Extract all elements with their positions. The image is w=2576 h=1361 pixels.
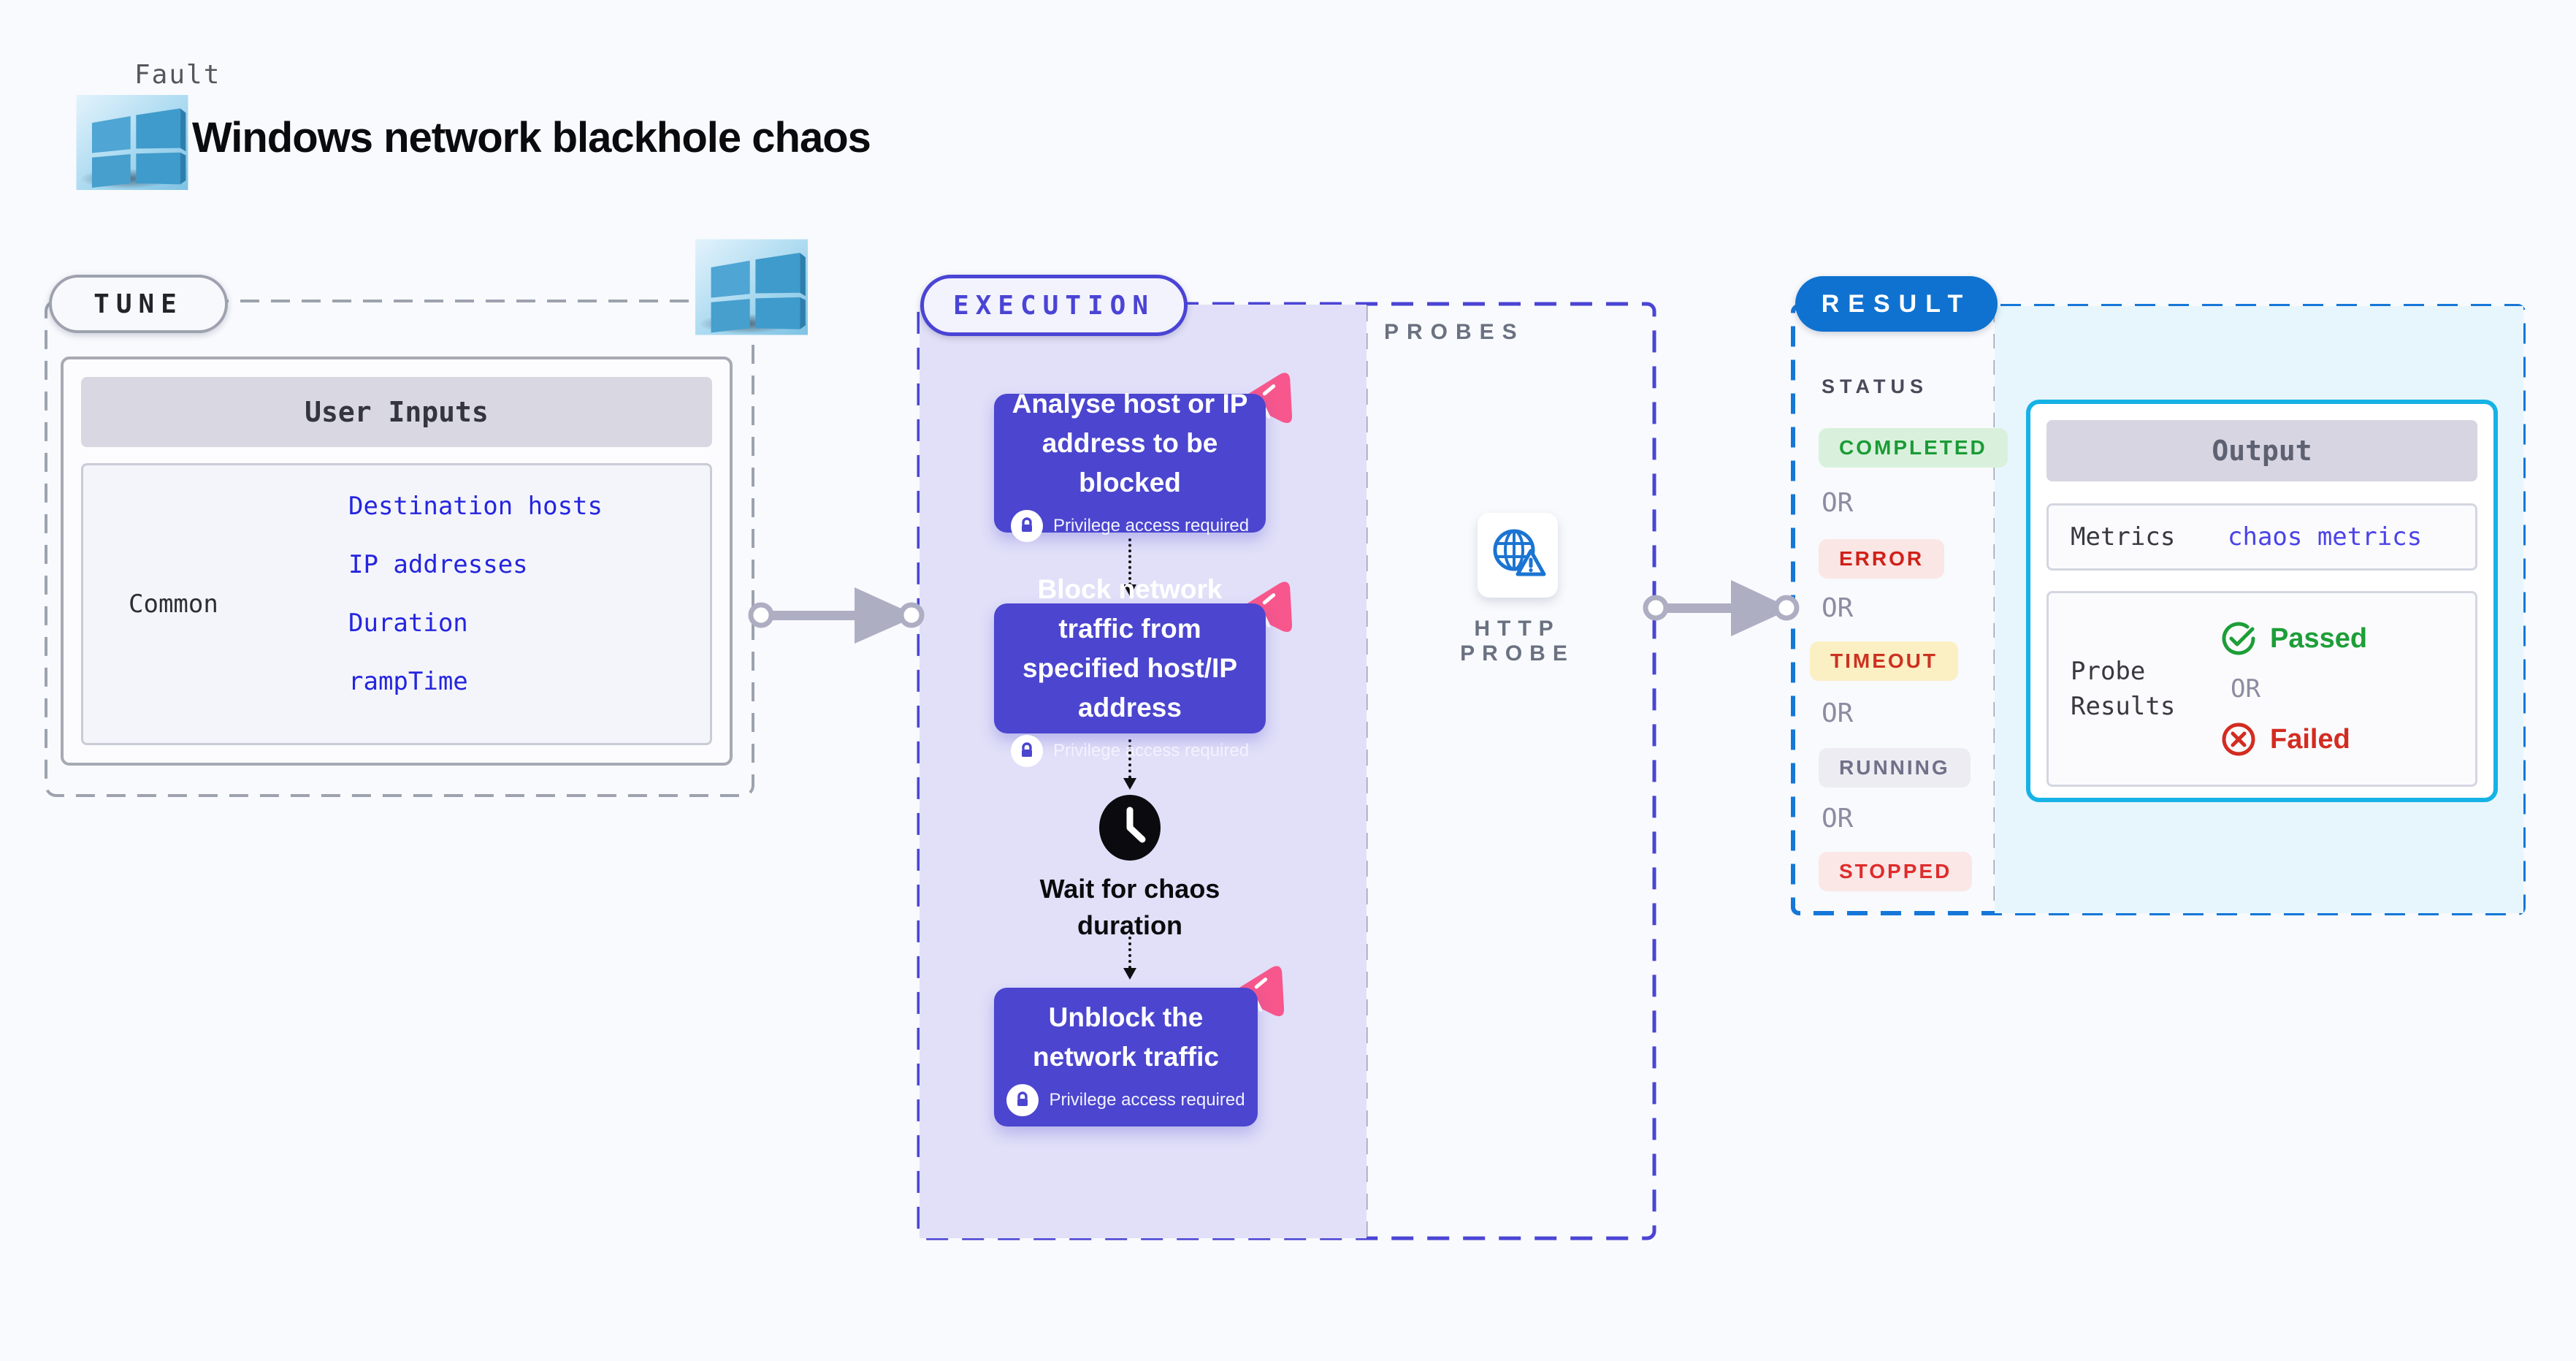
- user-inputs-header: User Inputs: [81, 377, 712, 447]
- tune-to-execution-arrow: [748, 587, 925, 644]
- status-badge-error: ERROR: [1819, 539, 1945, 579]
- input-link-list: Destination hosts IP addresses Duration …: [348, 493, 603, 695]
- step-title: Analyse host or IP address to be blocked: [1012, 389, 1248, 497]
- step-title: Block network traffic from specified hos…: [1022, 574, 1237, 723]
- or-separator: OR: [1822, 804, 1854, 834]
- x-circle-icon: [2222, 723, 2255, 756]
- windows-logo: [695, 239, 808, 335]
- lock-icon: [1006, 1084, 1039, 1116]
- lock-icon: [1010, 735, 1043, 767]
- tune-frame: [45, 300, 754, 797]
- metrics-label: Metrics: [2071, 522, 2176, 552]
- tune-label-pill: TUNE: [49, 275, 228, 333]
- privilege-badge: Privilege access required: [1010, 735, 1250, 767]
- privilege-text: Privilege access required: [1052, 741, 1250, 760]
- chaos-metrics-link[interactable]: chaos metrics: [2228, 522, 2423, 552]
- execution-label-pill: EXECUTION: [920, 275, 1188, 336]
- step-title: Unblock the network traffic: [1033, 1002, 1219, 1072]
- check-circle-icon: [2222, 622, 2255, 655]
- clock-icon: [1098, 793, 1162, 866]
- passed-row: Passed: [2220, 620, 2367, 657]
- link-ip-addresses[interactable]: IP addresses: [348, 550, 528, 579]
- user-inputs-card: User Inputs Common Destination hosts IP …: [61, 357, 733, 766]
- privilege-badge: Privilege access required: [1006, 1084, 1245, 1116]
- or-separator: OR: [1822, 698, 1854, 728]
- http-probe-label: HTTP PROBE: [1460, 617, 1575, 666]
- step-wait-duration: Wait for chaos duration: [1039, 874, 1220, 940]
- probes-section-label: PROBES: [1384, 320, 1525, 344]
- failed-label: Failed: [2270, 723, 2350, 755]
- probe-results-label: Probe Results: [2071, 657, 2176, 721]
- probes-to-result-arrow: [1643, 580, 1800, 636]
- link-duration[interactable]: Duration: [348, 609, 468, 638]
- metrics-row: Metrics chaos metrics: [2046, 503, 2477, 571]
- flow-connector-dotted: [1123, 739, 1136, 790]
- status-badge-completed: COMPLETED: [1819, 428, 2008, 468]
- page-title: Windows network blackhole chaos: [192, 114, 871, 161]
- or-separator: OR: [1822, 488, 1854, 518]
- step-analyse-host: Analyse host or IP address to be blocked…: [994, 389, 1266, 542]
- windows-logo: [76, 95, 188, 190]
- user-inputs-table: Common Destination hosts IP addresses Du…: [81, 463, 712, 745]
- link-ramptime[interactable]: rampTime: [348, 667, 468, 696]
- status-badge-stopped: STOPPED: [1819, 852, 1973, 891]
- probe-results-values: Passed OR Failed: [2220, 620, 2367, 758]
- link-destination-hosts[interactable]: Destination hosts: [348, 492, 603, 521]
- row-label-common: Common: [129, 590, 218, 619]
- flow-connector-dotted: [1123, 538, 1136, 596]
- failed-row: Failed: [2220, 721, 2367, 758]
- or-separator: OR: [1822, 593, 1854, 623]
- status-badge-timeout: TIMEOUT: [1810, 641, 1958, 681]
- or-separator: OR: [2231, 674, 2260, 704]
- result-label-pill: RESULT: [1795, 276, 1998, 332]
- fault-kicker: Fault: [134, 60, 221, 90]
- flow-connector-dotted: [1123, 937, 1136, 980]
- lock-icon: [1010, 510, 1043, 542]
- output-header: Output: [2046, 420, 2477, 481]
- output-card: Output Metrics chaos metrics Probe Resul…: [2026, 400, 2498, 802]
- status-heading: STATUS: [1822, 375, 1928, 397]
- step-block-traffic: Block network traffic from specified hos…: [994, 574, 1266, 767]
- http-probe-card: [1478, 513, 1558, 598]
- step-unblock-traffic: Unblock the network traffic Privilege ac…: [994, 988, 1258, 1126]
- passed-label: Passed: [2270, 622, 2368, 654]
- privilege-text: Privilege access required: [1052, 516, 1250, 535]
- status-badge-running: RUNNING: [1819, 748, 1971, 788]
- probe-results-row: Probe Results Passed OR Failed: [2046, 591, 2477, 787]
- privilege-text: Privilege access required: [1049, 1090, 1245, 1110]
- execution-frame: [917, 302, 1656, 1240]
- globe-warning-icon: [1493, 529, 1546, 576]
- privilege-badge: Privilege access required: [1010, 510, 1250, 542]
